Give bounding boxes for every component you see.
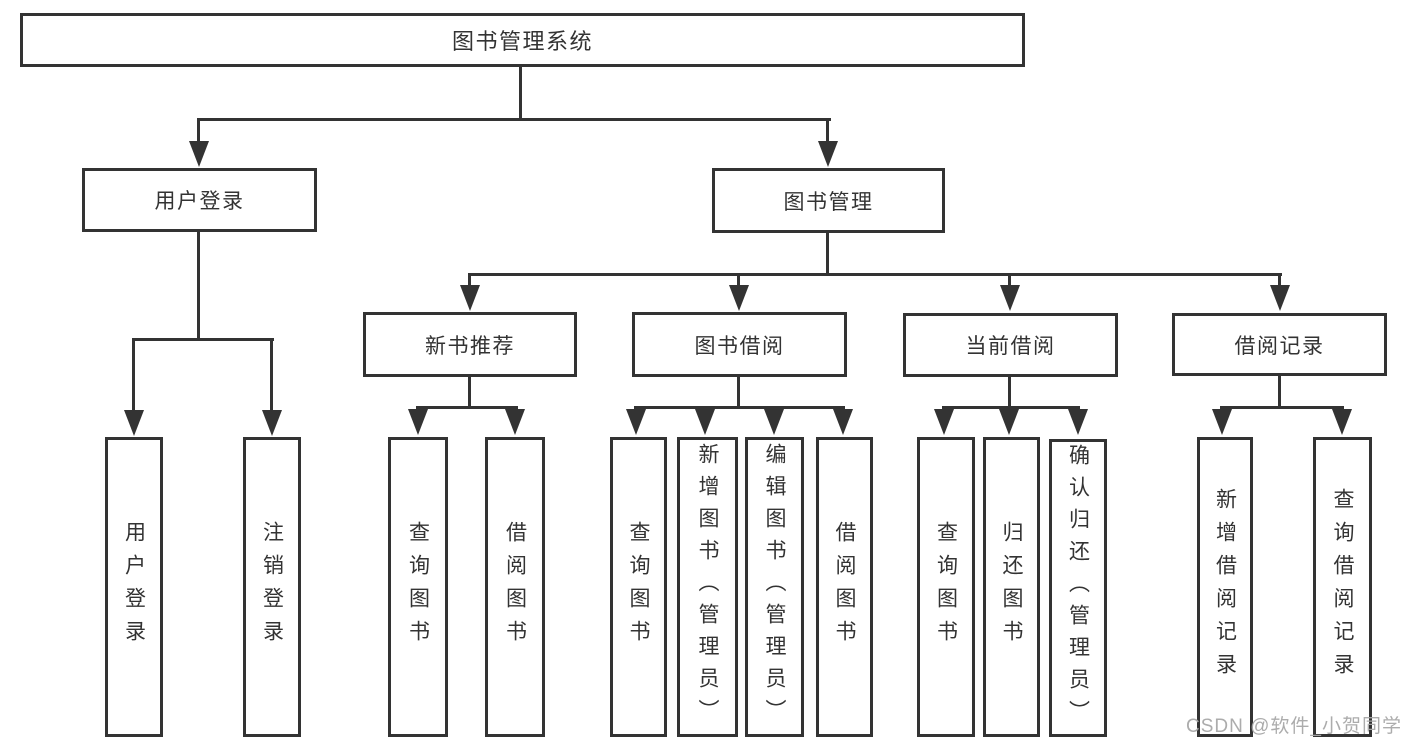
csdn-watermark: CSDN @软件_小贺同学 xyxy=(1186,716,1402,737)
node-root-label: 图书管理系统 xyxy=(451,29,593,54)
leaf-bb-borrow-books: 借阅图书 xyxy=(816,437,873,737)
node-user-login: 用户登录 xyxy=(82,168,317,232)
leaf-nb-query-books-label: 查询图书 xyxy=(406,521,430,653)
connector-drop-user-login xyxy=(197,118,200,144)
connector-level2-rail xyxy=(197,118,831,121)
leaf-br-query-record: 查询借阅记录 xyxy=(1313,437,1372,737)
arrowhead-leaf-logout xyxy=(262,410,282,436)
connector-drop-leaf-logout xyxy=(270,338,273,412)
node-root: 图书管理系统 xyxy=(20,13,1025,67)
leaf-user-login: 用户登录 xyxy=(105,437,163,737)
leaf-cb-confirm-return-label: 确认归还（管理员） xyxy=(1066,444,1090,732)
connector-current-borrow-stem xyxy=(1008,377,1011,409)
connector-new-book-rec-stem xyxy=(468,376,471,409)
leaf-br-add-record: 新增借阅记录 xyxy=(1197,437,1253,737)
node-borrow-records: 借阅记录 xyxy=(1172,313,1387,376)
node-current-borrow: 当前借阅 xyxy=(903,313,1118,377)
arrowhead-new-book-rec xyxy=(460,285,480,311)
arrowhead-cb-return-books xyxy=(999,409,1019,435)
connector-book-borrow-rail xyxy=(634,406,845,409)
node-new-book-rec: 新书推荐 xyxy=(363,312,577,377)
arrowhead-current-borrow xyxy=(1000,285,1020,311)
leaf-br-query-record-label: 查询借阅记录 xyxy=(1331,488,1354,686)
node-user-login-label: 用户登录 xyxy=(154,190,245,213)
leaf-bb-edit-books-label: 编辑图书（管理员） xyxy=(763,443,786,731)
leaf-nb-borrow-books-label: 借阅图书 xyxy=(503,521,527,653)
connector-level3-rail xyxy=(468,273,1282,276)
arrowhead-leaf-user-login xyxy=(124,410,144,436)
connector-root-trunk xyxy=(519,67,522,121)
connector-drop-new-book-rec xyxy=(468,273,471,287)
arrowhead-bb-add-books xyxy=(695,409,715,435)
leaf-user-login-label: 用户登录 xyxy=(122,521,146,653)
node-current-borrow-label: 当前借阅 xyxy=(965,335,1056,358)
arrowhead-cb-query-books xyxy=(934,409,954,435)
connector-user-login-rail xyxy=(132,338,274,341)
leaf-cb-return-books-label: 归还图书 xyxy=(1000,521,1023,653)
arrowhead-bb-edit-books xyxy=(764,409,784,435)
connector-borrow-records-stem xyxy=(1278,376,1281,409)
leaf-bb-add-books: 新增图书（管理员） xyxy=(677,437,738,737)
node-book-borrow-label: 图书借阅 xyxy=(694,334,785,358)
connector-drop-book-mgmt xyxy=(826,118,829,144)
leaf-bb-borrow-books-label: 借阅图书 xyxy=(833,521,856,653)
leaf-bb-query-books-label: 查询图书 xyxy=(627,521,650,653)
connector-book-borrow-stem xyxy=(737,376,740,409)
node-book-mgmt: 图书管理 xyxy=(712,168,945,233)
connector-drop-current-borrow xyxy=(1008,273,1011,287)
arrowhead-cb-confirm-return xyxy=(1068,409,1088,435)
leaf-br-add-record-label: 新增借阅记录 xyxy=(1213,488,1237,686)
arrowhead-book-borrow xyxy=(729,285,749,311)
node-new-book-rec-label: 新书推荐 xyxy=(425,334,515,358)
arrowhead-book-mgmt xyxy=(818,141,838,167)
leaf-bb-edit-books: 编辑图书（管理员） xyxy=(745,437,804,737)
node-book-mgmt-label: 图书管理 xyxy=(783,190,874,214)
connector-book-mgmt-stem xyxy=(826,233,829,276)
arrowhead-br-add-record xyxy=(1212,409,1232,435)
connector-drop-book-borrow xyxy=(737,273,740,287)
arrowhead-br-query-record xyxy=(1332,409,1352,435)
connector-drop-leaf-user-login xyxy=(132,338,135,412)
leaf-cb-confirm-return: 确认归还（管理员） xyxy=(1049,439,1107,737)
arrowhead-bb-borrow-books xyxy=(833,409,853,435)
leaf-nb-query-books: 查询图书 xyxy=(388,437,448,737)
arrowhead-user-login xyxy=(189,141,209,167)
arrowhead-nb-borrow-books xyxy=(505,409,525,435)
leaf-bb-query-books: 查询图书 xyxy=(610,437,667,737)
leaf-nb-borrow-books: 借阅图书 xyxy=(485,437,545,737)
connector-new-book-rec-rail xyxy=(416,406,518,409)
leaf-cb-query-books-label: 查询图书 xyxy=(934,521,958,653)
arrowhead-borrow-records xyxy=(1270,285,1290,311)
node-borrow-records-label: 借阅记录 xyxy=(1234,334,1325,358)
arrowhead-bb-query-books xyxy=(626,409,646,435)
arrowhead-nb-query-books xyxy=(408,409,428,435)
leaf-bb-add-books-label: 新增图书（管理员） xyxy=(696,443,719,731)
connector-borrow-records-rail xyxy=(1220,406,1344,409)
leaf-logout-label: 注销登录 xyxy=(260,521,284,653)
connector-user-login-stem xyxy=(197,232,200,341)
leaf-cb-query-books: 查询图书 xyxy=(917,437,975,737)
connector-current-borrow-rail xyxy=(942,406,1080,409)
leaf-cb-return-books: 归还图书 xyxy=(983,437,1040,737)
connector-drop-borrow-records xyxy=(1278,273,1281,287)
leaf-logout: 注销登录 xyxy=(243,437,301,737)
node-book-borrow: 图书借阅 xyxy=(632,312,847,377)
